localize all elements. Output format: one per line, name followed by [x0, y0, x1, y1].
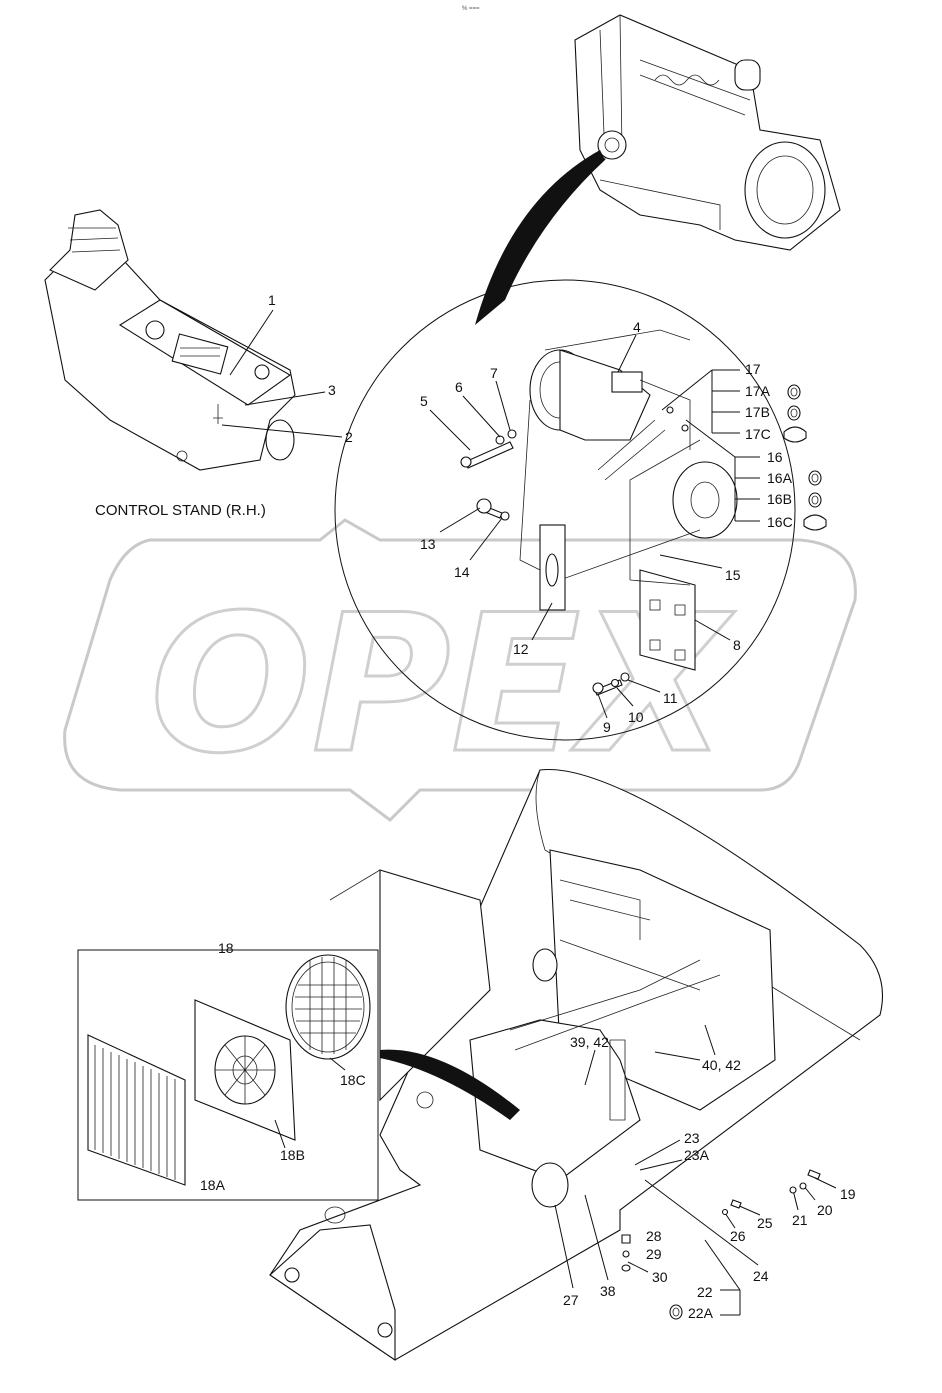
callout-29: 29	[646, 1246, 662, 1262]
callout-17c: 17C	[745, 426, 771, 442]
callout-28: 28	[646, 1228, 662, 1244]
callout-16a: 16A	[767, 470, 793, 486]
callout-18a: 18A	[200, 1177, 226, 1193]
callout-18: 18	[218, 940, 234, 956]
header-mark: % ===	[462, 6, 480, 12]
callout-10: 10	[628, 709, 644, 725]
callout-5: 5	[420, 393, 428, 409]
callout-24: 24	[753, 1268, 769, 1284]
callout-16c: 16C	[767, 514, 793, 530]
callout-21: 21	[792, 1212, 808, 1228]
compressor-illustration	[460, 329, 738, 696]
callout-11: 11	[663, 690, 678, 706]
engine-illustration	[574, 14, 841, 251]
callout-1: 1	[268, 292, 276, 308]
callout-8: 8	[733, 637, 741, 653]
callout-18b: 18B	[280, 1147, 305, 1163]
callout-12: 12	[513, 641, 529, 657]
callout-23a: 23A	[684, 1147, 710, 1163]
condenser-detail-box	[77, 949, 379, 1201]
callout-17: 17	[745, 361, 761, 377]
callout-25: 25	[757, 1215, 773, 1231]
callout-22a: 22A	[688, 1305, 714, 1321]
callout-14: 14	[454, 564, 470, 580]
callout-26: 26	[730, 1228, 746, 1244]
condenser-leader-wedge	[380, 1049, 520, 1120]
callout-30: 30	[652, 1269, 668, 1285]
callout-4: 4	[633, 319, 641, 335]
control-stand-title: CONTROL STAND (R.H.)	[95, 502, 266, 519]
condenser-illustration	[87, 954, 371, 1186]
detail-leader-wedge	[475, 150, 605, 325]
callout-20: 20	[817, 1202, 833, 1218]
callout-16b: 16B	[767, 491, 792, 507]
callout-9: 9	[603, 719, 611, 735]
callout-7: 7	[490, 365, 498, 381]
callout-38: 38	[600, 1283, 616, 1299]
callout-17a: 17A	[745, 383, 771, 399]
callout-19: 19	[840, 1186, 856, 1202]
callout-6: 6	[455, 379, 463, 395]
callout-40-42: 40, 42	[702, 1057, 741, 1073]
callout-22: 22	[697, 1284, 713, 1300]
callout-13: 13	[420, 536, 436, 552]
callout-23: 23	[684, 1130, 700, 1146]
callout-18c: 18C	[340, 1072, 366, 1088]
callout-27: 27	[563, 1292, 579, 1308]
compressor-detail-circle	[334, 279, 796, 741]
callout-3: 3	[328, 382, 336, 398]
machine-illustration	[269, 768, 884, 1362]
callout-39-42: 39, 42	[570, 1034, 609, 1050]
callout-17b: 17B	[745, 404, 770, 420]
callout-2: 2	[345, 429, 353, 445]
callout-16: 16	[767, 449, 783, 465]
control-stand-illustration	[44, 209, 296, 471]
callout-15: 15	[725, 567, 741, 583]
